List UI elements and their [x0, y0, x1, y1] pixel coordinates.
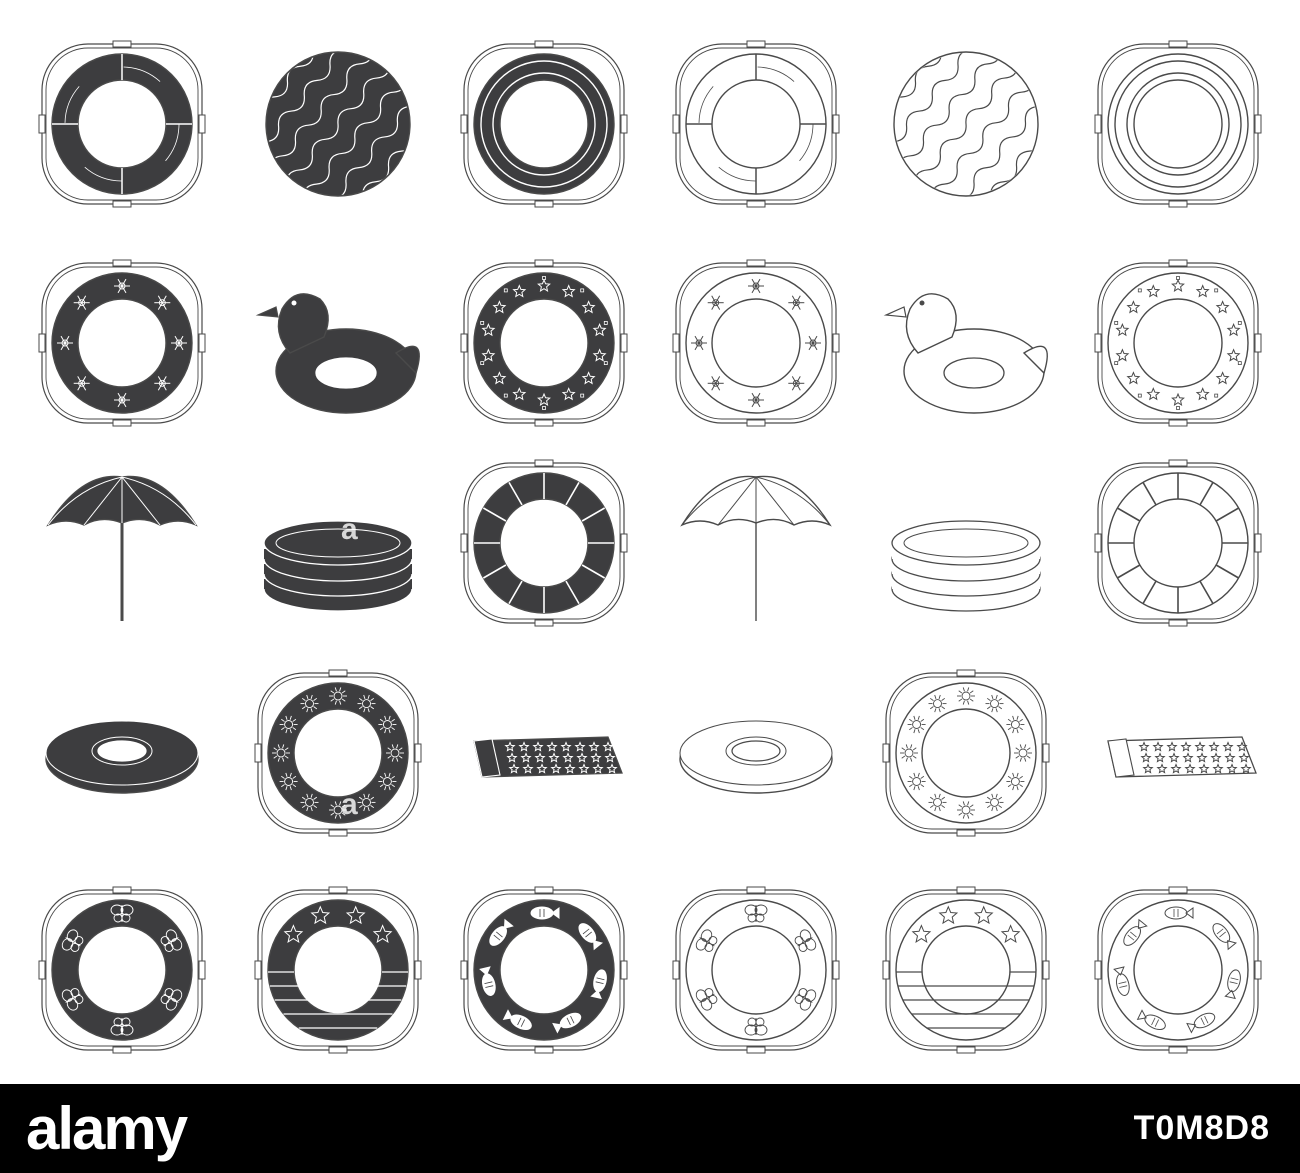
lifebuoy-suns-outline-icon	[882, 669, 1050, 837]
lifebuoy-fish-solid-icon	[460, 886, 628, 1054]
lifebuoy-butterflies-outline-icon	[672, 886, 840, 1054]
lifebuoy-suns-solid-icon	[254, 669, 422, 837]
lifebuoy-plain-outline-icon	[672, 40, 840, 208]
lifebuoy-flag-solid-icon	[254, 886, 422, 1054]
beach-umbrella-outline-icon	[680, 475, 832, 621]
lifebuoy-rings-solid-icon	[460, 40, 628, 208]
lifebuoy-fish-outline-icon	[1094, 886, 1262, 1054]
lifebuoy-stars-outline-icon	[1094, 259, 1262, 427]
lifebuoy-plain-solid-icon	[38, 40, 206, 208]
inflatable-pool-solid-icon	[263, 520, 413, 612]
lifebuoy-flag-outline-icon	[882, 886, 1050, 1054]
watermelon-ball-solid-icon	[265, 51, 411, 197]
duck-float-solid-icon	[255, 293, 420, 414]
footer-bar: alamy T0M8D8	[0, 1084, 1300, 1173]
lifebuoy-segments-solid-icon	[460, 459, 628, 627]
air-mattress-outline-icon	[1107, 736, 1257, 778]
icon-grid	[38, 40, 1262, 1054]
alamy-logo: alamy	[26, 1095, 188, 1162]
beach-umbrella-solid-icon	[46, 475, 198, 621]
lifebuoy-flowers-solid-icon	[38, 259, 206, 427]
image-code: T0M8D8	[1133, 1109, 1270, 1147]
watermelon-ball-outline-icon	[893, 51, 1039, 197]
lifebuoy-butterflies-solid-icon	[38, 886, 206, 1054]
inflatable-pool-outline-icon	[891, 520, 1041, 612]
air-mattress-solid-icon	[473, 736, 623, 778]
lifebuoy-segments-outline-icon	[1094, 459, 1262, 627]
swim-ring-solid-icon	[45, 720, 199, 794]
lifebuoy-flowers-outline-icon	[672, 259, 840, 427]
lifebuoy-rings-outline-icon	[1094, 40, 1262, 208]
duck-float-outline-icon	[883, 293, 1048, 414]
lifebuoy-stars-solid-icon	[460, 259, 628, 427]
swim-ring-outline-icon	[679, 720, 833, 794]
